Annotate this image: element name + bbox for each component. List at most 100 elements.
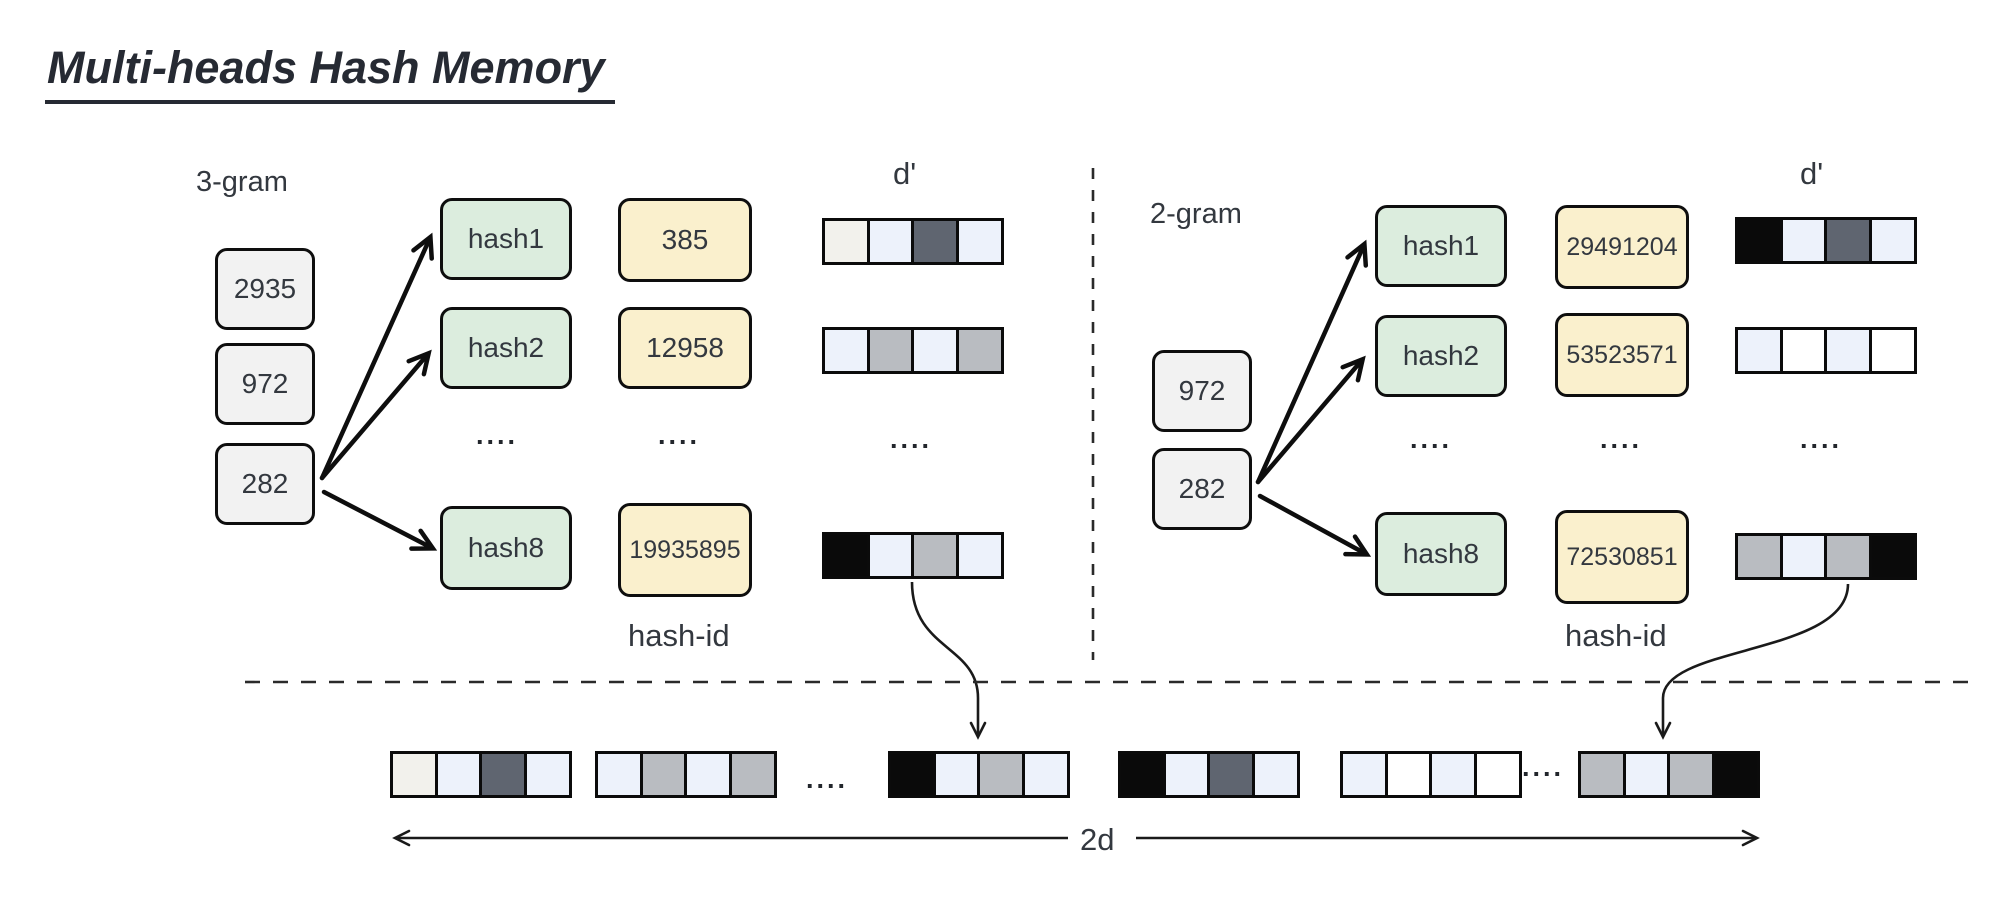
right-id-box-2: 72530851 (1555, 510, 1689, 604)
right-input-value-1: 282 (1178, 473, 1226, 504)
left-dprime-vector-1 (822, 327, 1004, 374)
vector-cell-lightblue (434, 751, 483, 798)
vector-cell-lightblue (955, 532, 1004, 579)
vector-cell-black (1118, 751, 1166, 798)
left-dprime-label: d' (893, 156, 917, 191)
vector-cell-white (1868, 327, 1917, 374)
vector-cell-lightblue (866, 218, 915, 265)
vector-cell-black (1711, 751, 1760, 798)
right-dprime-vector-1 (1735, 327, 1917, 374)
memory-vector-3 (1118, 751, 1300, 798)
left-input-value-0: 2935 (233, 273, 297, 304)
left-fan-arrows (319, 232, 438, 551)
vector-cell-lightblue (911, 327, 959, 374)
left-id-box-1: 12958 (618, 307, 752, 389)
memory-dots-left: .... (806, 764, 849, 794)
vector-cell-black (1868, 533, 1917, 580)
left-input-value-2: 282 (241, 468, 289, 499)
vector-cell-lightblue (866, 532, 915, 579)
two-d-label: 2d (1080, 822, 1115, 857)
vector-cell-white (1779, 327, 1828, 374)
left-hash-box-0: hash1 (440, 198, 572, 280)
vector-cell-darkgray (1207, 751, 1255, 798)
right-id-value-1: 53523571 (1566, 340, 1678, 369)
vector-cell-lightblue (955, 218, 1004, 265)
vector-cell-lightblue (1779, 533, 1828, 580)
right-input-box-1: 282 (1152, 448, 1252, 530)
left-hash-label-1: hash2 (467, 332, 545, 363)
right-arrow-to-hash2 (1255, 355, 1366, 485)
right-dprime-dots: .... (1800, 424, 1843, 454)
vector-cell-lightblue (1735, 327, 1783, 374)
vector-cell-black (888, 751, 936, 798)
memory-dots-right: .... (1522, 752, 1565, 782)
vector-cell-offwhite (822, 218, 870, 265)
right-input-box-0: 972 (1152, 350, 1252, 432)
vector-cell-lightblue (1251, 751, 1300, 798)
vector-cell-darkgray (1824, 217, 1872, 264)
right-gram-label: 2-gram (1150, 198, 1242, 230)
right-arrow-to-hash1 (1255, 239, 1369, 485)
vector-cell-offwhite (390, 751, 438, 798)
right-arrow-to-hash8 (1257, 493, 1372, 557)
vector-cell-gray (911, 532, 959, 579)
vector-cell-lightblue (1824, 327, 1872, 374)
left-dprime-vector-2 (822, 532, 1004, 579)
left-hash-box-1: hash2 (440, 307, 572, 389)
right-dprime-vector-2 (1735, 533, 1917, 580)
vector-cell-lightblue (1021, 751, 1070, 798)
vector-cell-lightblue (595, 751, 643, 798)
right-id-box-1: 53523571 (1555, 313, 1689, 397)
left-id-box-0: 385 (618, 198, 752, 282)
right-hash-label-2: hash8 (1402, 538, 1480, 569)
left-id-dots: .... (658, 420, 701, 450)
memory-vector-5 (1578, 751, 1760, 798)
right-id-value-2: 72530851 (1566, 542, 1678, 571)
vector-cell-gray (1667, 751, 1715, 798)
page-title: Multi-heads Hash Memory (45, 42, 615, 104)
vector-cell-gray (866, 327, 915, 374)
vector-cell-lightblue (1622, 751, 1671, 798)
left-input-box-2: 282 (215, 443, 315, 525)
vector-cell-lightblue (1779, 217, 1828, 264)
left-input-box-1: 972 (215, 343, 315, 425)
right-hash-box-2: hash8 (1375, 512, 1507, 596)
vector-cell-lightblue (1340, 751, 1388, 798)
vector-cell-gray (728, 751, 777, 798)
left-input-value-1: 972 (241, 368, 289, 399)
left-hash-label-0: hash1 (467, 223, 545, 254)
right-hash-box-0: hash1 (1375, 205, 1507, 287)
right-hash-dots: .... (1410, 424, 1453, 454)
vector-cell-gray (1824, 533, 1872, 580)
vector-cell-lightblue (1429, 751, 1477, 798)
vector-cell-lightblue (523, 751, 572, 798)
left-hashid-caption: hash-id (628, 618, 730, 653)
vector-cell-white (1384, 751, 1433, 798)
left-hash-label-2: hash8 (467, 532, 545, 563)
vector-cell-lightblue (932, 751, 981, 798)
vector-cell-gray (955, 327, 1004, 374)
right-id-box-0: 29491204 (1555, 205, 1689, 289)
right-curved-arrow (1654, 583, 1850, 740)
vector-cell-lightblue (1868, 217, 1917, 264)
vector-cell-gray (1578, 751, 1626, 798)
right-hash-label-1: hash2 (1402, 340, 1480, 371)
left-gram-label: 3-gram (196, 166, 288, 198)
vector-cell-lightblue (684, 751, 732, 798)
left-curved-arrow (910, 581, 987, 740)
vector-cell-darkgray (911, 218, 959, 265)
left-hash-dots: .... (476, 420, 519, 450)
left-input-box-0: 2935 (215, 248, 315, 330)
left-id-value-1: 12958 (646, 332, 724, 363)
right-hash-box-1: hash2 (1375, 315, 1507, 397)
vector-cell-white (1473, 751, 1522, 798)
vector-cell-black (822, 532, 870, 579)
left-hash-box-2: hash8 (440, 506, 572, 590)
right-id-value-0: 29491204 (1566, 232, 1678, 261)
right-dprime-vector-0 (1735, 217, 1917, 264)
vector-cell-darkgray (479, 751, 527, 798)
memory-vector-0 (390, 751, 572, 798)
right-input-value-0: 972 (1178, 375, 1226, 406)
left-arrow-to-hash2 (319, 349, 432, 481)
